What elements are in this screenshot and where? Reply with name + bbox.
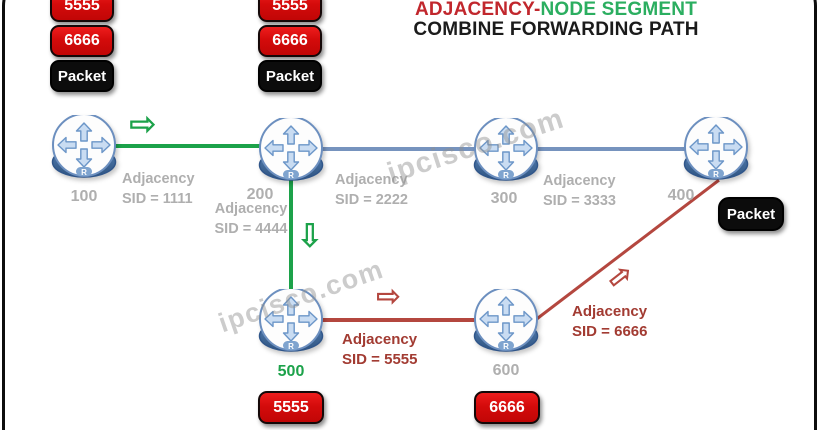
router-300: R xyxy=(472,118,540,182)
adjacency-sid-1111-label: Adjacency SID = 1111 xyxy=(122,171,195,207)
title-node-segment: NODE SEGMENT xyxy=(540,0,698,20)
router-label-100: 100 xyxy=(70,188,98,205)
router-r-letter: R xyxy=(503,171,509,180)
link-200-500 xyxy=(289,147,293,322)
link-200-300 xyxy=(291,147,506,151)
link-300-400 xyxy=(506,147,716,151)
router-label-400: 400 xyxy=(667,187,695,204)
router-label-200: 200 xyxy=(246,186,274,203)
adjacency-sid-5555-label: Adjacency SID = 5555 xyxy=(342,331,418,369)
green-right-arrow-icon: ⇨ xyxy=(129,104,157,143)
title-line1: ADJACENCY-NODE SEGMENT xyxy=(398,0,714,20)
adjacency-sid-2222-label: Adjacency SID = 2222 xyxy=(335,172,408,208)
label-stack-left: 5555 6666 Packet xyxy=(50,0,114,95)
packet-badge: Packet xyxy=(50,60,114,92)
sid-badge-5555: 5555 xyxy=(258,0,322,22)
router-100: R xyxy=(50,115,118,179)
router-label-300: 300 xyxy=(490,190,518,207)
router-400: R xyxy=(682,117,750,181)
title-adjacency: ADJACENCY- xyxy=(414,0,541,20)
adjacency-sid-3333-label: Adjacency SID = 3333 xyxy=(543,173,616,209)
router-label-500: 500 xyxy=(277,363,305,380)
router-r-letter: R xyxy=(503,342,509,351)
router-r-letter: R xyxy=(288,342,294,351)
link-500-600 xyxy=(292,318,506,322)
adjacency-sid-6666-label: Adjacency SID = 6666 xyxy=(572,303,648,341)
sid-badge-6666: 6666 xyxy=(258,25,322,57)
router-label-600: 600 xyxy=(492,362,520,379)
packet-badge-400: Packet xyxy=(718,197,784,231)
diagram-title: ADJACENCY-NODE SEGMENT COMBINE FORWARDIN… xyxy=(398,0,714,40)
router-500: R xyxy=(257,289,325,353)
router-200: R xyxy=(257,118,325,182)
red-right-arrow-icon: ⇨ xyxy=(376,279,402,314)
title-line2: COMBINE FORWARDING PATH xyxy=(413,19,699,40)
router-r-letter: R xyxy=(288,171,294,180)
router-r-letter: R xyxy=(81,168,87,177)
router-600: R xyxy=(472,289,540,353)
sid-badge-5555-bottom: 5555 xyxy=(258,391,324,424)
label-stack-mid: 5555 6666 Packet xyxy=(258,0,322,95)
packet-badge: Packet xyxy=(258,60,322,92)
adjacency-sid-4444-label: Adjacency SID = 4444 xyxy=(214,201,288,237)
link-100-200 xyxy=(84,144,291,148)
sid-badge-6666: 6666 xyxy=(50,25,114,57)
green-down-arrow-icon: ⇩ xyxy=(296,216,324,255)
sid-badge-6666-bottom: 6666 xyxy=(474,391,540,424)
sid-badge-5555: 5555 xyxy=(50,0,114,22)
router-r-letter: R xyxy=(713,170,719,179)
